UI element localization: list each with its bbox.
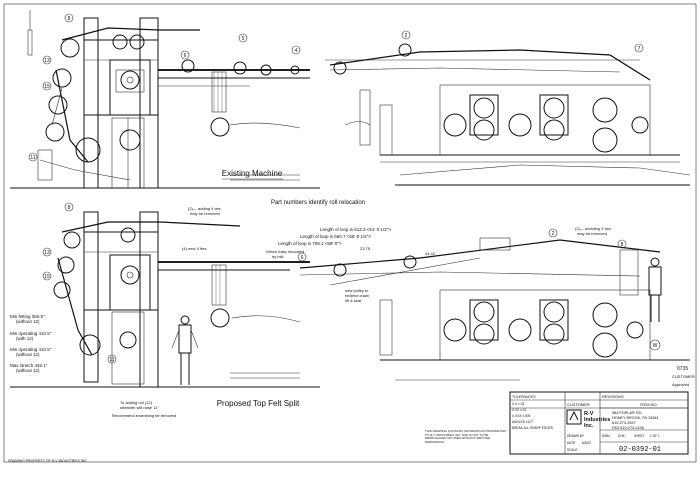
svg-text:SHEET: SHEET: [634, 434, 645, 438]
svg-text:6/3/02: 6/3/02: [582, 441, 591, 445]
gearbox: [109, 59, 151, 116]
svg-text:TOLERANCES: TOLERANCES: [512, 395, 536, 399]
svg-text:Length of loop is 708.1 <59'-0: Length of loop is 708.1 <59'-0">: [278, 241, 342, 246]
roll: [60, 38, 80, 58]
roll: [119, 129, 141, 151]
callout-label: 2: [552, 231, 555, 237]
callout-label: 15: [44, 84, 50, 90]
svg-text:(without 12): (without 12): [16, 319, 40, 324]
callout-label: 15: [44, 274, 50, 280]
svg-text:HONEY BROOK, PA 19344: HONEY BROOK, PA 19344: [612, 416, 659, 420]
svg-text:(without 12): (without 12): [16, 352, 40, 357]
callout-label: 11: [109, 357, 114, 363]
callout-label: 2: [405, 33, 408, 39]
callout-label: 7: [638, 46, 641, 52]
svg-text:may be removed: may be removed: [190, 211, 220, 216]
callout-label: 11: [30, 155, 35, 161]
svg-text:Approved: Approved: [672, 382, 689, 387]
svg-text:stretcher will raise 11": stretcher will raise 11": [120, 405, 159, 410]
footer-text: DRAWING PROPERTY OF R-V INDUSTRIES INC.: [8, 459, 88, 463]
svg-text:X.XXX ±.005: X.XXX ±.005: [512, 414, 530, 418]
svg-text:(4) new X ties: (4) new X ties: [182, 246, 206, 251]
svg-text:redirect chain: redirect chain: [345, 293, 369, 298]
svg-text:Winch easy relocated: Winch easy relocated: [266, 249, 304, 254]
svg-text:(with 12): (with 12): [16, 336, 34, 341]
roll: [75, 137, 101, 163]
left-frame-column: [83, 17, 99, 189]
svg-text:ITEM NO.: ITEM NO.: [640, 402, 658, 407]
roll: [48, 95, 68, 115]
svg-text:(without 12): (without 12): [16, 368, 40, 373]
svg-text:Length of loop is 612.3 <51'-0: Length of loop is 612.3 <51'-0 1/2">: [320, 227, 391, 232]
svg-text:X.XX ±.01: X.XX ±.01: [512, 408, 527, 412]
svg-text:610-273-2457: 610-273-2457: [612, 421, 636, 425]
drawing-border: [3, 3, 697, 463]
callout-label: 8: [621, 242, 624, 248]
proposed-callouts: 8 13 15 11 6 2 8: [42, 202, 627, 364]
roll: [45, 122, 65, 142]
title-block: R-V Industries Inc. 584 POPLAR RD. HONEY…: [509, 366, 695, 455]
svg-text:CUSTOMER: CUSTOMER: [567, 402, 590, 407]
right-frame-column: [139, 17, 159, 189]
svg-text:by mill: by mill: [272, 254, 283, 259]
proprietary-notice: THIS DRAWING CONTAINS INFORMATION PROPRI…: [425, 430, 507, 444]
svg-text:DWN: DWN: [602, 434, 610, 438]
operator-figure: [648, 257, 662, 322]
svg-text:new pulley to: new pulley to: [345, 288, 369, 293]
svg-text:1 OF 1: 1 OF 1: [650, 434, 660, 438]
svg-text:44.42: 44.42: [425, 251, 436, 256]
svg-text:Min felting 350.5": Min felting 350.5": [10, 314, 45, 319]
callout-label: 13: [44, 58, 50, 64]
existing-machine-caption: Existing Machine: [222, 169, 283, 178]
existing-machine-view: [10, 10, 691, 189]
svg-text:CUSTOMER: CUSTOMER: [672, 374, 695, 379]
svg-text:Min operating 410.5": Min operating 410.5": [10, 347, 52, 352]
svg-text:Inc.: Inc.: [584, 423, 594, 429]
svg-text:REVISIONS: REVISIONS: [602, 394, 624, 399]
svg-text:W: W: [653, 343, 658, 349]
svg-text:Max stretch 446.1": Max stretch 446.1": [10, 363, 48, 368]
svg-text:BREAK ALL SHARP EDGES: BREAK ALL SHARP EDGES: [512, 426, 553, 430]
svg-text:584 POPLAR RD.: 584 POPLAR RD.: [612, 411, 642, 415]
svg-text:R-V: R-V: [584, 411, 594, 417]
callout-label: 6: [301, 255, 304, 261]
svg-text:SCALE: SCALE: [567, 448, 577, 452]
proposed-annotations: (2)— adding 9 ties may be removed (4) ne…: [10, 206, 661, 418]
svg-text:(2)— adding 9 ties: (2)— adding 9 ties: [188, 206, 221, 211]
callout-label: 5: [242, 36, 245, 42]
proposed-caption: Proposed Top Felt Split: [217, 399, 300, 408]
operator-figure: [171, 315, 199, 385]
callout-label: 13: [44, 250, 50, 256]
svg-text:(2)— avoiding X two: (2)— avoiding X two: [575, 226, 612, 231]
callout-label: 4: [295, 48, 298, 54]
callout-label: 6: [184, 53, 187, 59]
svg-text:ANGLES ±1/2°: ANGLES ±1/2°: [512, 420, 534, 424]
svg-text:X.X ±.03: X.X ±.03: [512, 402, 524, 406]
side-stamp: 0735: [677, 366, 688, 372]
existing-callouts: 8 13 6 15 5 4 11 2 7: [28, 13, 644, 162]
callout-label: 8: [68, 16, 71, 22]
roll: [52, 68, 72, 88]
svg-text:FAX 610-273-2436: FAX 610-273-2436: [612, 426, 644, 430]
company-logo: [566, 409, 582, 425]
drawing-number: 02-0392-01: [619, 446, 661, 454]
svg-text:Min operating 410.5": Min operating 410.5": [10, 331, 52, 336]
svg-text:lift & seal: lift & seal: [345, 298, 361, 303]
svg-text:To adding roll (12): To adding roll (12): [120, 400, 153, 405]
svg-text:DATE: DATE: [567, 441, 575, 445]
callout-label: 8: [68, 205, 71, 211]
relocation-note: Part numbers identify roll relocation: [271, 200, 365, 206]
svg-text:Recommend examining be removed: Recommend examining be removed: [112, 413, 176, 418]
proposed-felt-split-view: [10, 211, 690, 388]
svg-text:Industries: Industries: [584, 417, 610, 423]
gearbox: [109, 254, 151, 311]
svg-text:may be removed: may be removed: [577, 231, 607, 236]
svg-text:Length of loop is 660.7 <55'-0: Length of loop is 660.7 <55'-0 1/2">: [300, 234, 371, 239]
svg-text:23.75: 23.75: [360, 246, 371, 251]
svg-text:DRAWN BY: DRAWN BY: [567, 434, 585, 438]
svg-text:CHK: CHK: [618, 434, 626, 438]
